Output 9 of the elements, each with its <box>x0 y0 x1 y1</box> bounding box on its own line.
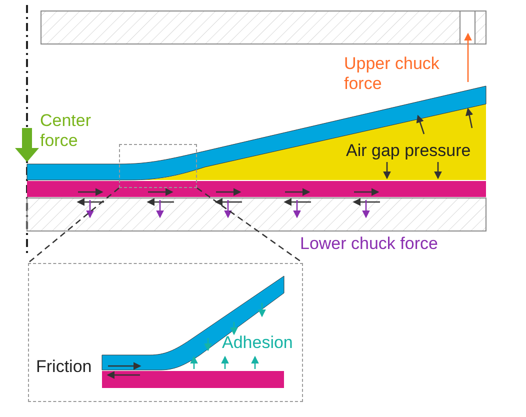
zoom-inset-frame <box>28 263 303 402</box>
force-label: Lower chuck force <box>300 234 439 254</box>
zoom-line <box>28 188 120 264</box>
force-label: Center force <box>40 111 92 151</box>
force-label: Upper chuck force <box>344 54 440 94</box>
force-label: Friction <box>36 357 93 377</box>
zoom-region-box <box>119 144 197 188</box>
force-label: Adhesion <box>222 333 294 353</box>
force-label: Air gap pressure <box>346 141 472 161</box>
